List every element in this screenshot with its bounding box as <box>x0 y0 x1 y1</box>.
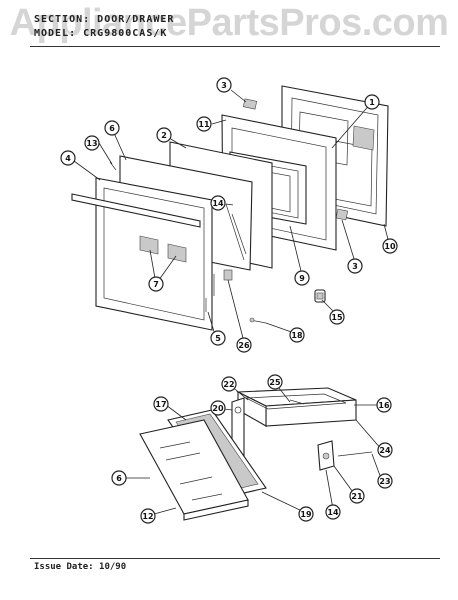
svg-text:24: 24 <box>379 446 391 455</box>
callout-11: 11 <box>196 116 212 132</box>
part-plug-15 <box>314 289 326 303</box>
svg-text:9: 9 <box>299 274 305 283</box>
svg-text:25: 25 <box>269 378 281 387</box>
section-title: SECTION: DOOR/DRAWER <box>34 14 175 25</box>
part-hinge-clip-lower <box>335 208 349 221</box>
callout-20: 20 <box>210 400 226 416</box>
svg-text:7: 7 <box>153 280 159 289</box>
svg-text:19: 19 <box>300 510 312 519</box>
footer-rule <box>30 558 440 559</box>
part-drawer-body <box>235 387 357 427</box>
header-rule <box>30 46 440 47</box>
svg-text:23: 23 <box>379 477 390 486</box>
callout-23: 23 <box>377 473 393 489</box>
part-drawer-front <box>139 419 249 521</box>
svg-text:5: 5 <box>215 334 221 343</box>
callout-24: 24 <box>377 442 393 458</box>
watermark: AppliancePartsPros.com <box>9 2 449 44</box>
callout-22: 22 <box>221 376 237 392</box>
svg-text:2: 2 <box>161 131 167 140</box>
part-screw-13 <box>109 161 117 171</box>
callout-1: 1 <box>364 94 380 110</box>
callout-2: 2 <box>156 127 172 143</box>
callout-6-upper: 6 <box>104 120 120 136</box>
svg-text:22: 22 <box>223 380 234 389</box>
callout-21: 21 <box>349 488 365 504</box>
callout-18: 18 <box>289 327 305 343</box>
callout-14-drawer: 14 <box>325 504 341 520</box>
callout-12: 12 <box>140 508 156 524</box>
svg-text:12: 12 <box>142 512 153 521</box>
callout-5: 5 <box>210 330 226 346</box>
issue-date: Issue Date: 10/90 <box>34 562 127 572</box>
callout-3-upper: 3 <box>216 77 232 93</box>
callout-25: 25 <box>267 374 283 390</box>
svg-text:13: 13 <box>86 139 97 148</box>
callout-16: 16 <box>376 397 392 413</box>
svg-text:1: 1 <box>369 98 375 107</box>
callout-6-lower: 6 <box>111 470 127 486</box>
callout-26: 26 <box>236 337 252 353</box>
callout-7: 7 <box>148 276 164 292</box>
svg-text:6: 6 <box>109 124 115 133</box>
svg-text:26: 26 <box>238 341 250 350</box>
callout-19: 19 <box>298 506 314 522</box>
svg-text:11: 11 <box>198 120 210 129</box>
svg-text:4: 4 <box>65 154 71 163</box>
callout-4: 4 <box>60 150 76 166</box>
part-pin-18 <box>249 317 267 324</box>
part-drawer-roller <box>317 440 335 471</box>
part-hinge-clip-upper <box>242 98 258 110</box>
svg-text:21: 21 <box>351 492 363 501</box>
svg-text:14: 14 <box>212 199 224 208</box>
part-outer-door-frame <box>71 177 213 331</box>
part-drawer-rail <box>337 451 373 457</box>
callout-13: 13 <box>84 135 100 151</box>
callout-9: 9 <box>294 270 310 286</box>
callout-3-lower: 3 <box>347 258 363 274</box>
part-bracket-26 <box>213 269 233 296</box>
svg-text:20: 20 <box>212 404 224 413</box>
svg-text:14: 14 <box>327 508 339 517</box>
svg-text:15: 15 <box>331 313 343 322</box>
callout-15: 15 <box>329 309 345 325</box>
svg-text:6: 6 <box>116 474 122 483</box>
svg-text:3: 3 <box>221 81 227 90</box>
svg-text:3: 3 <box>352 262 358 271</box>
callout-10: 10 <box>382 238 398 254</box>
callout-17: 17 <box>153 396 169 412</box>
callout-14-door: 14 <box>210 195 226 211</box>
model-number: MODEL: CRG9800CAS/K <box>34 28 168 39</box>
svg-text:17: 17 <box>155 400 166 409</box>
svg-text:16: 16 <box>378 401 390 410</box>
svg-text:10: 10 <box>384 242 396 251</box>
svg-text:18: 18 <box>291 331 303 340</box>
